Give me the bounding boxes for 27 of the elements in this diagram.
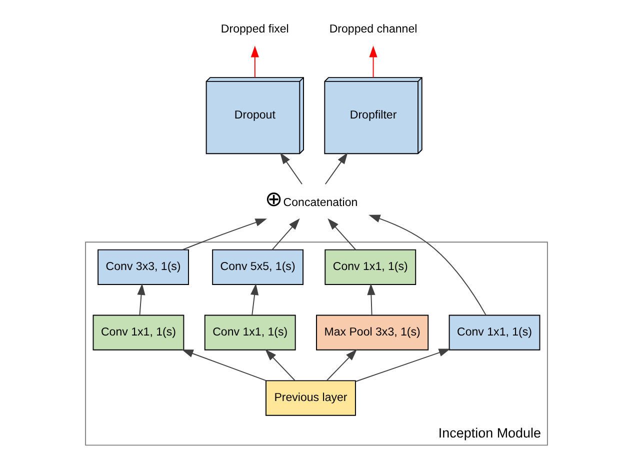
node-box: Conv 1x1, 1(s)	[324, 249, 416, 285]
arrow	[272, 218, 300, 250]
arrow	[280, 152, 302, 185]
arrow	[250, 283, 259, 316]
node-box: Conv 1x1, 1(s)	[204, 314, 296, 350]
arrow	[368, 214, 486, 316]
node-box: Conv 3x3, 1(s)	[98, 249, 189, 285]
arrow	[324, 152, 348, 185]
node-text: ⊕	[265, 188, 284, 212]
arrow	[367, 283, 376, 316]
node-box: Conv 1x1, 1(s)	[92, 314, 184, 350]
arrow	[137, 283, 146, 316]
arrow	[326, 349, 358, 381]
node-label: Concatenation	[283, 197, 358, 210]
arrow	[182, 349, 266, 381]
node-box: Previous layer	[266, 380, 356, 416]
arrow	[355, 348, 450, 382]
node-box: Conv 5x5, 1(s)	[212, 249, 304, 285]
arrow	[265, 349, 296, 381]
arrow	[182, 218, 267, 250]
node-text: Dropped channel	[329, 23, 418, 36]
node-box: Conv 1x1, 1(s)	[448, 314, 540, 350]
arrow	[250, 46, 259, 78]
arrow	[369, 46, 378, 78]
node-box: Max Pool 3x3, 1(s)	[316, 314, 429, 350]
arrow	[328, 218, 356, 250]
node-text: Dropped fixel	[220, 23, 289, 36]
